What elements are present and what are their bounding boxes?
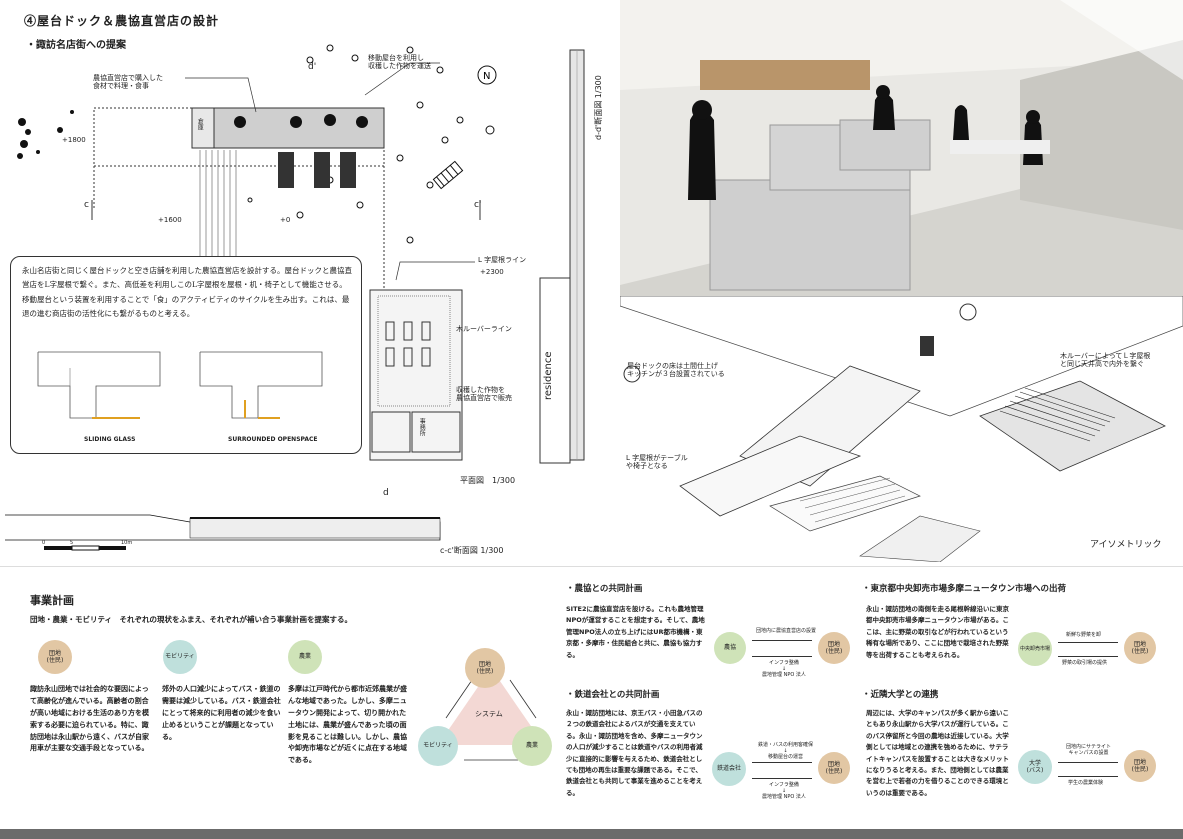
univ-circle-right: 団地 (住民) bbox=[1124, 750, 1156, 782]
business-col2: 郊外の人口減少によってバス・鉄道の需要は減少している。バス・鉄道会社にとって将来… bbox=[162, 685, 281, 741]
market-circle-left: 中央卸売市場 bbox=[1018, 632, 1052, 666]
page-subtitle: ・諏訪名店街への提案 bbox=[26, 40, 126, 51]
rail-circle-right: 団地 (住民) bbox=[818, 752, 850, 784]
market-title: ・東京都中央卸売市場多摩ニュータウン市場への出荷 bbox=[862, 584, 1067, 594]
rail-text: 永山・諏訪団地には、京王バス・小田急バスの２つの鉄道会社によるバスが交通を支えて… bbox=[566, 709, 703, 797]
plan-label-residence: residence bbox=[543, 351, 554, 400]
market-arrow-bottom bbox=[1058, 656, 1118, 657]
market-circle-right: 団地 (住民) bbox=[1124, 632, 1156, 664]
business-title: 事業計画 bbox=[30, 594, 74, 607]
svg-text:N: N bbox=[483, 71, 490, 82]
market-text: 永山・諏訪団地の南側を走る尾根幹線沿いに東京都中央卸売市場多摩ニュータウン市場が… bbox=[866, 605, 1009, 659]
circle-agriculture: 農業 bbox=[288, 640, 322, 674]
tri-danchi: 団地 (住民) bbox=[465, 648, 505, 688]
nokyo-top-label: 団地内に農協直営店の設置 bbox=[756, 628, 817, 634]
isometric-drawing bbox=[620, 296, 1183, 562]
rail-arrow-top bbox=[752, 762, 812, 763]
perspective-render bbox=[620, 0, 1183, 296]
iso-label-table: L 字屋根がテーブル や椅子となる bbox=[626, 454, 688, 471]
plan-label-c: c bbox=[84, 200, 89, 210]
nokyo-circle-left: 農協 bbox=[714, 632, 746, 664]
market-bottom-label: 野菜の取引場の提供 bbox=[1062, 660, 1108, 666]
business-col1: 諏訪永山団地では社会的な要因によって高齢化が進んでいる。高齢者の割合が高い地域に… bbox=[30, 685, 149, 753]
nokyo-bottom-label: インフラ整備 ↓ 農地管理 NPO 法人 bbox=[762, 660, 806, 678]
business-lead: 団地・農業・モビリティ それぞれの現状をふまえ、それぞれが補い合う事業計画を提案… bbox=[30, 615, 353, 624]
plan-label-d: d bbox=[383, 488, 389, 498]
diagram-label-surrounded: SURROUNDED OPENSPACE bbox=[228, 436, 318, 443]
nokyo-circle-right: 団地 (住民) bbox=[818, 632, 850, 664]
plan-label-level-1600: +1600 bbox=[158, 216, 182, 224]
nokyo-arrow-top bbox=[752, 640, 812, 641]
plan-label-c-prime: c' bbox=[474, 200, 482, 210]
business-col3: 多摩は江戸時代から都市近郊農業が盛んな地域であった。しかし、多摩ニュータウン開発… bbox=[288, 685, 407, 765]
dd-section-title: d-d'断面図 1/300 bbox=[594, 75, 603, 140]
plan-label-harvest: 収穫した作物を 農協直営店で販売 bbox=[456, 386, 512, 403]
iso-label-louver: 木ルーバーによってＬ字屋根 と同じ天井高で内外を繋ぐ bbox=[1060, 352, 1151, 369]
univ-top-label: 団地内にサテライト キャンパスの設置 bbox=[1066, 744, 1112, 756]
plan-scale-title: 平面図 1/300 bbox=[460, 476, 516, 485]
north-arrow-icon: N bbox=[477, 65, 497, 85]
univ-title: ・近隣大学との連携 bbox=[862, 690, 939, 700]
plan-label-level-0: +0 bbox=[280, 216, 291, 224]
rail-bottom-label: インフラ整備 ↓ 農地管理 NPO 法人 bbox=[762, 782, 806, 800]
iso-title: アイソメトリック bbox=[1090, 540, 1162, 550]
system-triangle bbox=[438, 668, 544, 761]
concept-diagrams bbox=[37, 351, 323, 419]
plan-label-kitchen: 農協直営店で購入した 食材で料理・食事 bbox=[93, 74, 163, 91]
univ-text: 周辺には、大学のキャンパスが多く駅から遠いこともあり永山駅から大学バスが運行して… bbox=[866, 709, 1009, 797]
plan-label-roof-line: L 字屋根ライン bbox=[478, 256, 527, 264]
market-arrow-top bbox=[1058, 642, 1118, 643]
univ-bottom-label: 学生の農業体験 bbox=[1068, 780, 1104, 786]
rail-top-label: 鉄道・バスの利用客確保 ↓ 移動屋台の運営 bbox=[758, 742, 814, 760]
plan-label-mobile-cart: 移動屋台を利用し 収穫した作物を運送 bbox=[368, 54, 431, 71]
rail-title: ・鉄道会社との共同計画 bbox=[566, 690, 660, 700]
univ-arrow-bottom bbox=[1058, 776, 1118, 777]
diagram-label-sliding: SLIDING GLASS bbox=[84, 436, 136, 443]
scale-mark-10m: 10m bbox=[121, 540, 133, 546]
plan-label-level-2300: +2300 bbox=[480, 268, 504, 276]
plan-label-warehouse: 倉庫 bbox=[196, 118, 204, 130]
section-divider bbox=[0, 566, 1183, 567]
univ-circle-left: 大学 (バス) bbox=[1018, 750, 1052, 784]
circle-danchi: 団地 (住民) bbox=[38, 640, 72, 674]
scale-mark-5: 5 bbox=[70, 540, 74, 546]
cc-section-title: c-c'断面図 1/300 bbox=[440, 546, 504, 555]
nokyo-text: SITE2に農協直営店を設ける。これも農地管理NPOが運営することを想定する。そ… bbox=[566, 605, 705, 659]
nokyo-arrow-bottom bbox=[752, 656, 812, 657]
plan-label-d-prime: d' bbox=[308, 62, 317, 72]
concept-text: 永山名店街と同じく屋台ドックと空き店舗を利用した農協直営店を設計する。屋台ドック… bbox=[22, 266, 352, 318]
tri-mobility: モビリティ bbox=[418, 726, 458, 766]
tree-cluster-left bbox=[17, 110, 74, 159]
bottom-bar bbox=[0, 829, 1183, 839]
market-top-label: 新鮮な野菜を卸 bbox=[1066, 632, 1102, 638]
concept-panel bbox=[10, 256, 362, 454]
scale-mark-0: 0 bbox=[42, 540, 46, 546]
page-title: ④屋台ドック＆農協直営店の設計 bbox=[24, 14, 220, 28]
iso-label-floor: 屋台ドックの床は土間仕上げ キッチンが３台設置されている bbox=[627, 362, 725, 379]
univ-arrow-top bbox=[1058, 762, 1118, 763]
rail-circle-left: 鉄道会社 bbox=[712, 752, 746, 786]
plan-label-louver: 木ルーバーライン bbox=[456, 325, 512, 333]
plan-label-office: 事務所 bbox=[418, 418, 426, 436]
nokyo-title: ・農協との共同計画 bbox=[566, 584, 643, 594]
site-plan-drawing: N bbox=[5, 44, 585, 551]
tri-agriculture: 農業 bbox=[512, 726, 552, 766]
rail-arrow-bottom bbox=[752, 778, 812, 779]
circle-mobility: モビリティ bbox=[163, 640, 197, 674]
tri-center-label: システム bbox=[475, 710, 503, 718]
plan-label-level-1800: +1800 bbox=[62, 136, 86, 144]
